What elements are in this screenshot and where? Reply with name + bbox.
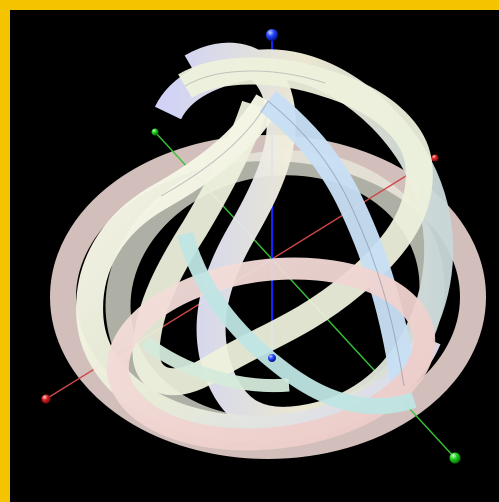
z-axis-top-marker[interactable] bbox=[266, 29, 278, 41]
x-axis-left-marker[interactable] bbox=[42, 395, 51, 404]
3d-viewport[interactable] bbox=[10, 10, 499, 502]
z-axis-bottom-marker[interactable] bbox=[268, 354, 276, 362]
y-axis-top-marker[interactable] bbox=[152, 129, 159, 136]
x-axis-right-marker[interactable] bbox=[432, 155, 439, 162]
ring-model-scene[interactable] bbox=[10, 10, 499, 502]
y-axis-bottom-marker[interactable] bbox=[450, 453, 461, 464]
